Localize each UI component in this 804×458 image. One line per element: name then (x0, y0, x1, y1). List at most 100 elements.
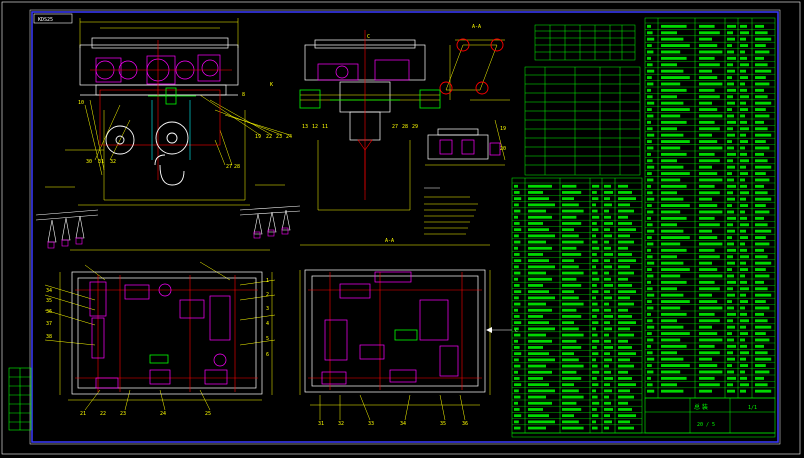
table-cell-text (740, 376, 747, 380)
svg-text:5: 5 (266, 336, 269, 342)
table-cell-text (592, 358, 596, 362)
svg-text:35: 35 (440, 421, 446, 427)
table-cell-text (661, 332, 690, 335)
table-cell-text (727, 108, 732, 111)
table-cell-text (528, 184, 552, 188)
table-cell-text (528, 370, 552, 374)
table-cell-text (755, 223, 768, 227)
table-cell-text (740, 31, 749, 35)
table-cell-text (727, 140, 732, 143)
svg-text:34: 34 (46, 288, 52, 294)
table-cell-text (755, 133, 772, 137)
table-cell-text (727, 242, 734, 246)
table-cell-text (592, 327, 596, 331)
hook-block (105, 121, 189, 186)
table-cell-text (528, 308, 552, 312)
table-cell-text (727, 236, 732, 239)
svg-text:33: 33 (368, 421, 374, 427)
title-block: 总 装 20 / 5 1/1 (644, 397, 776, 434)
table-cell-text (618, 327, 630, 331)
table-cell-text (618, 377, 632, 380)
table-cell-text (647, 44, 652, 47)
table-cell-text (514, 358, 519, 362)
table-cell-text (528, 315, 543, 318)
table-cell-text (647, 344, 651, 348)
table-cell-text (528, 240, 546, 244)
table-cell-text (528, 383, 549, 387)
table-cell-text (740, 197, 746, 201)
table-cell-text (647, 274, 654, 278)
table-cell-text (740, 108, 748, 111)
table-cell-text (661, 364, 690, 367)
table-cell-text (661, 261, 684, 265)
table-cell-text (514, 308, 518, 312)
table-cell-text (699, 191, 720, 195)
table-cell-text (514, 259, 522, 263)
table-cell-text (661, 312, 687, 316)
table-cell-text (740, 223, 749, 227)
table-cell-text (647, 127, 653, 131)
table-cell-text (562, 222, 582, 225)
table-cell-text (514, 420, 519, 424)
table-cell-text (755, 184, 764, 188)
table-cell-text (562, 308, 577, 312)
table-cell-text (740, 389, 746, 393)
table-cell-text (604, 184, 611, 188)
table-cell-text (647, 242, 654, 246)
table-cell-text (755, 364, 766, 367)
parts-list-right-rows (645, 22, 775, 393)
table-cell-text (740, 88, 747, 92)
table-cell-text (618, 401, 628, 405)
svg-text:A-A: A-A (385, 238, 394, 244)
table-cell-text (514, 408, 520, 411)
table-cell-text (755, 210, 770, 214)
table-cell-text (699, 248, 715, 252)
table-cell-text (618, 246, 628, 250)
table-cell-text (755, 376, 764, 380)
table-cell-text (562, 203, 579, 207)
table-cell-text (740, 140, 748, 143)
table-cell-text (647, 268, 652, 271)
table-cell-text (740, 325, 746, 329)
svg-text:36: 36 (462, 421, 468, 427)
table-cell-text (592, 228, 599, 232)
table-cell-text (604, 389, 612, 393)
table-cell-text (618, 240, 634, 244)
title-code: 1/1 (748, 405, 757, 411)
table-cell-text (755, 50, 770, 54)
table-cell-text (661, 287, 677, 291)
table-cell-text (528, 228, 549, 232)
table-cell-text (528, 296, 555, 300)
table-cell-text (661, 108, 690, 111)
table-cell-text (740, 191, 749, 195)
table-cell-text (618, 222, 632, 225)
table-cell-text (592, 346, 597, 349)
parts-list-left-rows (512, 182, 642, 430)
table-cell-text (661, 146, 681, 150)
table-cell-text (661, 152, 687, 156)
svg-text:36: 36 (46, 309, 52, 315)
table-cell-text (562, 377, 582, 380)
table-cell-text (618, 265, 630, 269)
table-cell-text (740, 255, 749, 259)
table-cell-text (661, 101, 684, 105)
table-cell-text (592, 296, 596, 300)
table-cell-text (661, 344, 687, 348)
table-cell-text (727, 127, 733, 131)
table-cell-text (528, 401, 552, 405)
table-cell-text (592, 246, 600, 250)
table-cell-text (604, 228, 610, 232)
cable-detail-left (35, 186, 99, 249)
performance-table (524, 66, 641, 176)
svg-text:19: 19 (500, 126, 506, 132)
table-cell-text (740, 95, 749, 99)
table-cell-text (699, 37, 712, 41)
table-cell-text (514, 271, 521, 275)
table-cell-text (727, 24, 736, 28)
table-cell-text (647, 63, 653, 67)
table-cell-text (514, 191, 520, 194)
table-cell-text (699, 76, 718, 79)
table-cell-text (661, 242, 681, 246)
